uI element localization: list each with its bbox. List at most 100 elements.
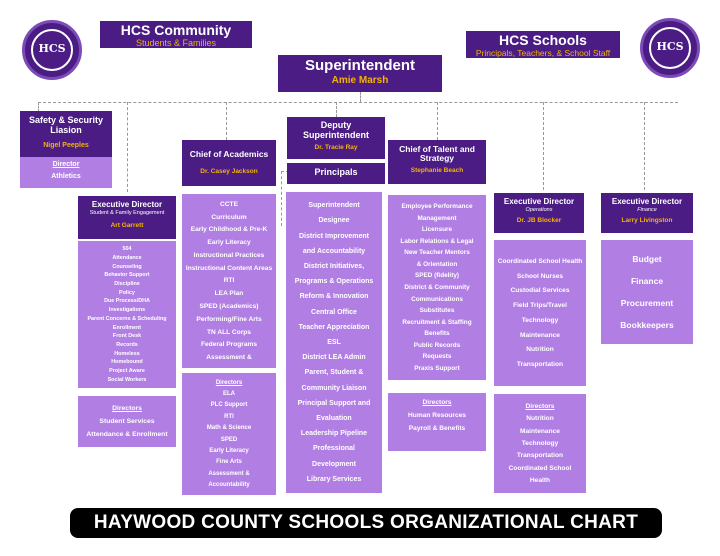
list-item: Accountability — [208, 482, 250, 489]
list-item: & Orientation — [416, 260, 458, 268]
community-title: HCS Community — [120, 22, 232, 38]
community-header: HCS Community Students & Families — [100, 21, 252, 48]
list-item: Custodial Services — [510, 287, 570, 295]
list-item: Leadership Pipeline — [300, 430, 368, 438]
finance-title: Executive Director — [611, 197, 683, 206]
academics-list: CCTE Curriculum Early Childhood & Pre-K … — [182, 194, 276, 368]
principals-label: Principals — [314, 167, 358, 177]
student-engagement-list: 504 Attendance Counseling Behavior Suppo… — [78, 241, 176, 388]
operations-name: Dr. JB Blocker — [516, 216, 562, 224]
list-item: Investigations — [108, 307, 146, 314]
list-item: Counseling — [112, 263, 142, 270]
list-item: Recruitment & Staffing — [402, 318, 472, 326]
safety-name: Nigel Peeples — [43, 141, 89, 149]
list-item: Central Office — [311, 308, 357, 316]
list-item: Enrollment — [112, 324, 142, 331]
operations-list: Coordinated School Health School Nurses … — [494, 240, 586, 386]
connector-line — [226, 102, 227, 140]
list-item: Parent, Student & — [304, 369, 364, 377]
deputy-list: Superintendent Designee District Improve… — [286, 192, 382, 493]
list-item: Reform & Innovation — [299, 293, 369, 301]
operations-directors: Directors Nutrition Maintenance Technolo… — [494, 394, 586, 493]
list-item: Student Services — [99, 418, 155, 425]
list-item: District LEA Admin — [302, 354, 366, 362]
list-item: ELA — [223, 391, 235, 398]
academics-box: Chief of Academics Dr. Casey Jackson — [182, 140, 276, 186]
list-item: Technology — [521, 439, 559, 447]
list-item: Praxis Support — [414, 364, 460, 372]
list-item: Programs & Operations — [294, 278, 374, 286]
list-item: SPED (fidelity) — [414, 272, 460, 280]
list-item: Discipline — [114, 281, 140, 288]
list-item: Nutrition — [526, 346, 554, 354]
student-engagement-box: Executive Director Student & Family Enga… — [78, 196, 176, 239]
list-item: and Accountability — [302, 247, 366, 255]
list-item: SPED (Academics) — [199, 303, 259, 310]
list-item: Math & Science — [206, 425, 252, 432]
talent-list: Employee Performance Management Licensur… — [388, 195, 486, 380]
list-item: District Initiatives, — [303, 262, 365, 270]
list-item: RTI — [224, 413, 234, 420]
list-item: District Improvement — [298, 232, 370, 240]
list-item: PLC Support — [210, 402, 248, 409]
talent-name: Stephanie Beach — [410, 166, 464, 174]
finance-box: Executive Director Finance Larry Livings… — [601, 193, 693, 233]
school-seal-logo: HCS — [640, 18, 700, 78]
list-item: ESL — [327, 338, 341, 346]
list-item: SPED — [220, 436, 238, 443]
academics-directors-label: Directors — [215, 379, 243, 386]
list-item: Attendance & Enrollment — [86, 431, 168, 438]
safety-director-box: Director Athletics — [20, 157, 112, 188]
school-seal-logo: HCS — [22, 20, 82, 80]
list-item: Attendance — [112, 255, 142, 262]
talent-directors-label: Directors — [422, 399, 452, 406]
connector-line — [644, 102, 645, 190]
footer-title: HAYWOOD COUNTY SCHOOLS ORGANIZATIONAL CH… — [93, 512, 639, 533]
superintendent-box: Superintendent Amie Marsh — [278, 55, 442, 92]
operations-title: Executive Director — [503, 197, 575, 206]
list-item: Labor Relations & Legal — [400, 237, 474, 245]
list-item: Behavior Support — [104, 272, 150, 279]
list-item: Performing/Fine Arts — [196, 315, 262, 323]
footer-banner: HAYWOOD COUNTY SCHOOLS ORGANIZATIONAL CH… — [70, 508, 662, 538]
seal-ring — [649, 27, 691, 69]
list-item: Procurement — [620, 298, 674, 308]
list-item: Front Desk — [112, 333, 142, 340]
deputy-name: Dr. Tracie Ray — [314, 143, 358, 151]
list-item: Community Liaison — [301, 384, 367, 392]
list-item: Coordinated School Health — [497, 257, 583, 265]
schools-subtitle: Principals, Teachers, & School Staff — [475, 48, 611, 59]
safety-director-item: Athletics — [51, 173, 81, 180]
superintendent-title: Superintendent — [304, 57, 415, 74]
list-item: Policy — [119, 289, 135, 296]
list-item: Early Childhood & Pre-K — [190, 226, 268, 234]
list-item: Records — [116, 341, 138, 348]
operations-box: Executive Director Operations Dr. JB Blo… — [494, 193, 584, 233]
list-item: Teacher Appreciation — [298, 323, 370, 331]
list-item: Nutrition — [526, 415, 554, 423]
list-item: Parent Concerns & Scheduling — [87, 315, 167, 322]
finance-subtitle: Finance — [637, 206, 657, 213]
list-item: District & Community — [404, 283, 470, 291]
connector-line — [437, 102, 438, 140]
connector-line — [38, 102, 678, 103]
seal-text: HCS — [656, 40, 684, 53]
list-item: Assessment & — [206, 354, 252, 362]
list-item: Due Process/DHA — [104, 298, 150, 305]
list-item: TN ALL Corps — [207, 328, 251, 336]
connector-line — [127, 102, 128, 192]
list-item: Early Literacy — [207, 239, 251, 247]
safety-director-label: Director — [52, 161, 80, 168]
list-item: Early Literacy — [209, 448, 249, 455]
list-item: Health — [529, 477, 551, 485]
list-item: RTI — [223, 277, 235, 285]
principals-box: Principals — [287, 163, 385, 184]
list-item: Requests — [422, 353, 452, 361]
list-item: Human Resources — [408, 412, 466, 419]
deputy-box: Deputy Superintendent Dr. Tracie Ray — [287, 117, 385, 159]
list-item: Federal Programs — [200, 341, 258, 349]
operations-directors-label: Directors — [525, 402, 555, 410]
connector-line — [281, 171, 282, 226]
list-item: Homebound — [111, 359, 143, 366]
list-item: Licensure — [421, 226, 453, 234]
